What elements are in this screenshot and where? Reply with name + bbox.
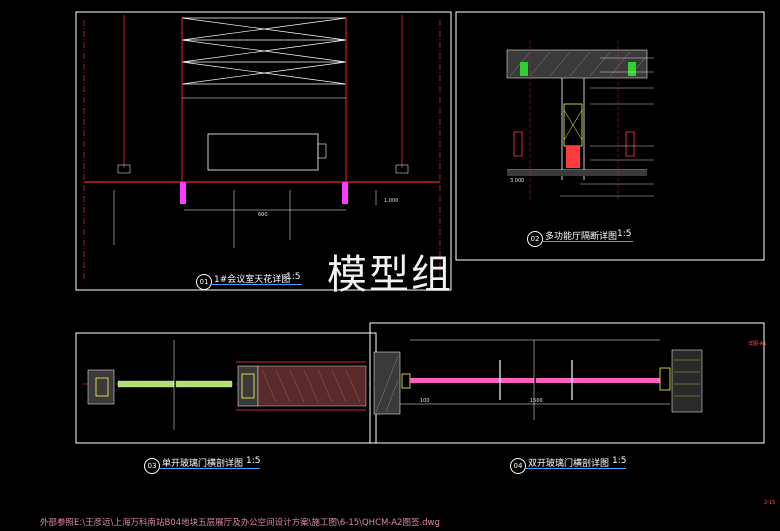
- watermark: 模型组: [327, 252, 453, 298]
- detail-03-drawing: [82, 340, 370, 430]
- detail-underline-03: [160, 468, 260, 469]
- dim-label: 3.000: [510, 178, 525, 184]
- dim-label: 600: [258, 212, 268, 218]
- detail-title-03: 单开玻璃门横剖详图: [162, 459, 244, 469]
- xref-footer: 外部参照E:\王彦远\上海万科南站B04地块五层展厅及办公空间设计方案\施工图\…: [40, 518, 440, 528]
- detail-number-02: 02: [527, 231, 543, 247]
- detail-title-02: 多功能厅隔断详图: [545, 232, 618, 242]
- right-tag-1: 详图-A1: [748, 341, 767, 347]
- detail-title-01: 1#会议室天花详图: [214, 275, 291, 285]
- detail-number-04: 04: [510, 458, 526, 474]
- frame-02: [455, 11, 765, 261]
- dim-label: 1.000: [384, 198, 399, 204]
- detail-scale-02: 1:5: [617, 229, 632, 239]
- detail-scale-03: 1:5: [246, 456, 261, 466]
- detail-underline-02: [543, 241, 633, 242]
- detail-01-drawing: [83, 15, 441, 280]
- detail-scale-01: 1:5: [286, 272, 301, 282]
- detail-number-03: 03: [144, 458, 160, 474]
- detail-number-01: 01: [196, 274, 212, 290]
- detail-title-04: 双开玻璃门横剖详图: [528, 459, 610, 469]
- detail-04-drawing: [373, 339, 703, 420]
- dim-label: 1500: [530, 398, 543, 404]
- frame-04: [369, 322, 765, 444]
- detail-02-drawing: [506, 40, 654, 200]
- detail-underline-04: [526, 468, 626, 469]
- dim-label: 100: [420, 398, 430, 404]
- right-tag-2: 2-15: [764, 500, 776, 506]
- frame-01: [75, 11, 452, 291]
- detail-underline-01: [212, 284, 302, 285]
- detail-scale-04: 1:5: [612, 456, 627, 466]
